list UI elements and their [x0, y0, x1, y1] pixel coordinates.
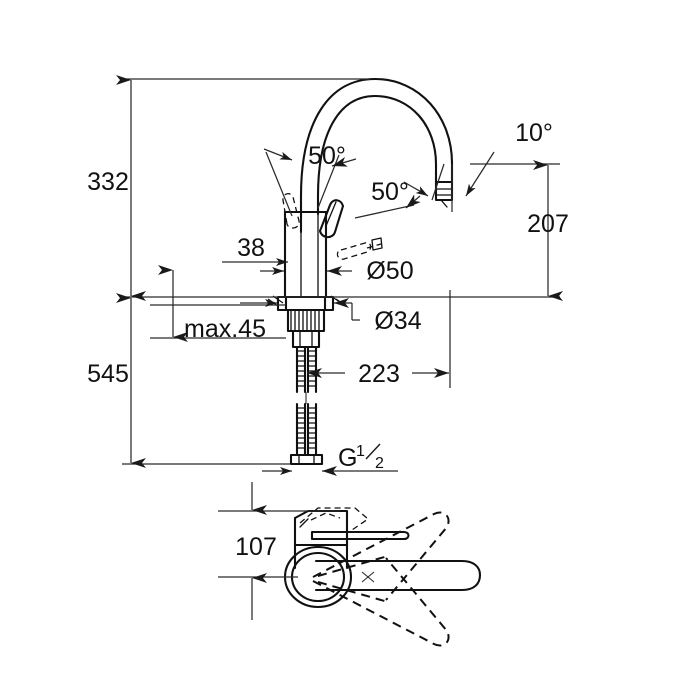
dim-332: 332: [87, 75, 146, 301]
dimension-network-elevation: 332 545 max.45 38: [87, 75, 569, 476]
dim-223: 223: [307, 290, 451, 388]
braid-texture-upper: [296, 350, 317, 387]
hose-end-connector: [289, 453, 324, 466]
dim-545: 545: [87, 293, 146, 468]
mixer-body: [283, 210, 328, 299]
aerator: [434, 180, 454, 208]
dim-angle-50-right-label: 50°: [371, 178, 409, 206]
dim-angle-50-left-label: 50°: [308, 142, 346, 170]
dim-332-label: 332: [87, 168, 129, 196]
dim-max45: max.45: [150, 265, 286, 343]
dim-max45-label: max.45: [184, 315, 266, 343]
dim-d34: Ø34: [240, 298, 422, 335]
dim-angle-10-label: 10°: [515, 119, 553, 147]
dim-107: 107: [218, 482, 340, 620]
spout-ghost-upper: [312, 511, 450, 603]
plan-view-geometry: 107: [218, 482, 482, 647]
dim-d34-label: Ø34: [374, 307, 421, 335]
thread-g-label: G: [338, 444, 357, 472]
lever-handle-right-position: [336, 237, 383, 260]
dim-545-label: 545: [87, 360, 129, 388]
dim-38-label: 38: [237, 234, 265, 262]
dim-38: 38: [222, 234, 288, 266]
thread-fraction-numerator: 1: [356, 443, 365, 460]
dim-223-label: 223: [358, 360, 400, 388]
plan-spout-body: [314, 559, 482, 592]
flexible-hose-upper: [295, 345, 318, 394]
dim-207: 207: [468, 160, 569, 301]
lever-handle: [318, 199, 345, 239]
plan-center-mark: [361, 571, 375, 583]
dim-207-label: 207: [527, 210, 569, 238]
dim-d50: Ø50: [260, 257, 414, 285]
spout-arc: [299, 77, 454, 234]
dim-107-label: 107: [235, 533, 277, 561]
plan-mixer-body: [293, 507, 410, 570]
dim-thread-g-half: G 1 2: [262, 443, 398, 476]
flexible-hose-lower: [295, 402, 318, 457]
mounting-nut: [286, 308, 326, 349]
dim-angle-10: 10°: [403, 119, 553, 212]
dim-angle-50-right: 50°: [317, 154, 421, 219]
knurl-texture: [290, 309, 320, 331]
spout-ghost-lower: [312, 555, 450, 647]
braid-texture-lower: [296, 407, 317, 449]
elevation-faucet-geometry: [267, 77, 454, 466]
thread-fraction-denominator: 2: [375, 455, 384, 472]
dim-d50-label: Ø50: [366, 257, 413, 285]
